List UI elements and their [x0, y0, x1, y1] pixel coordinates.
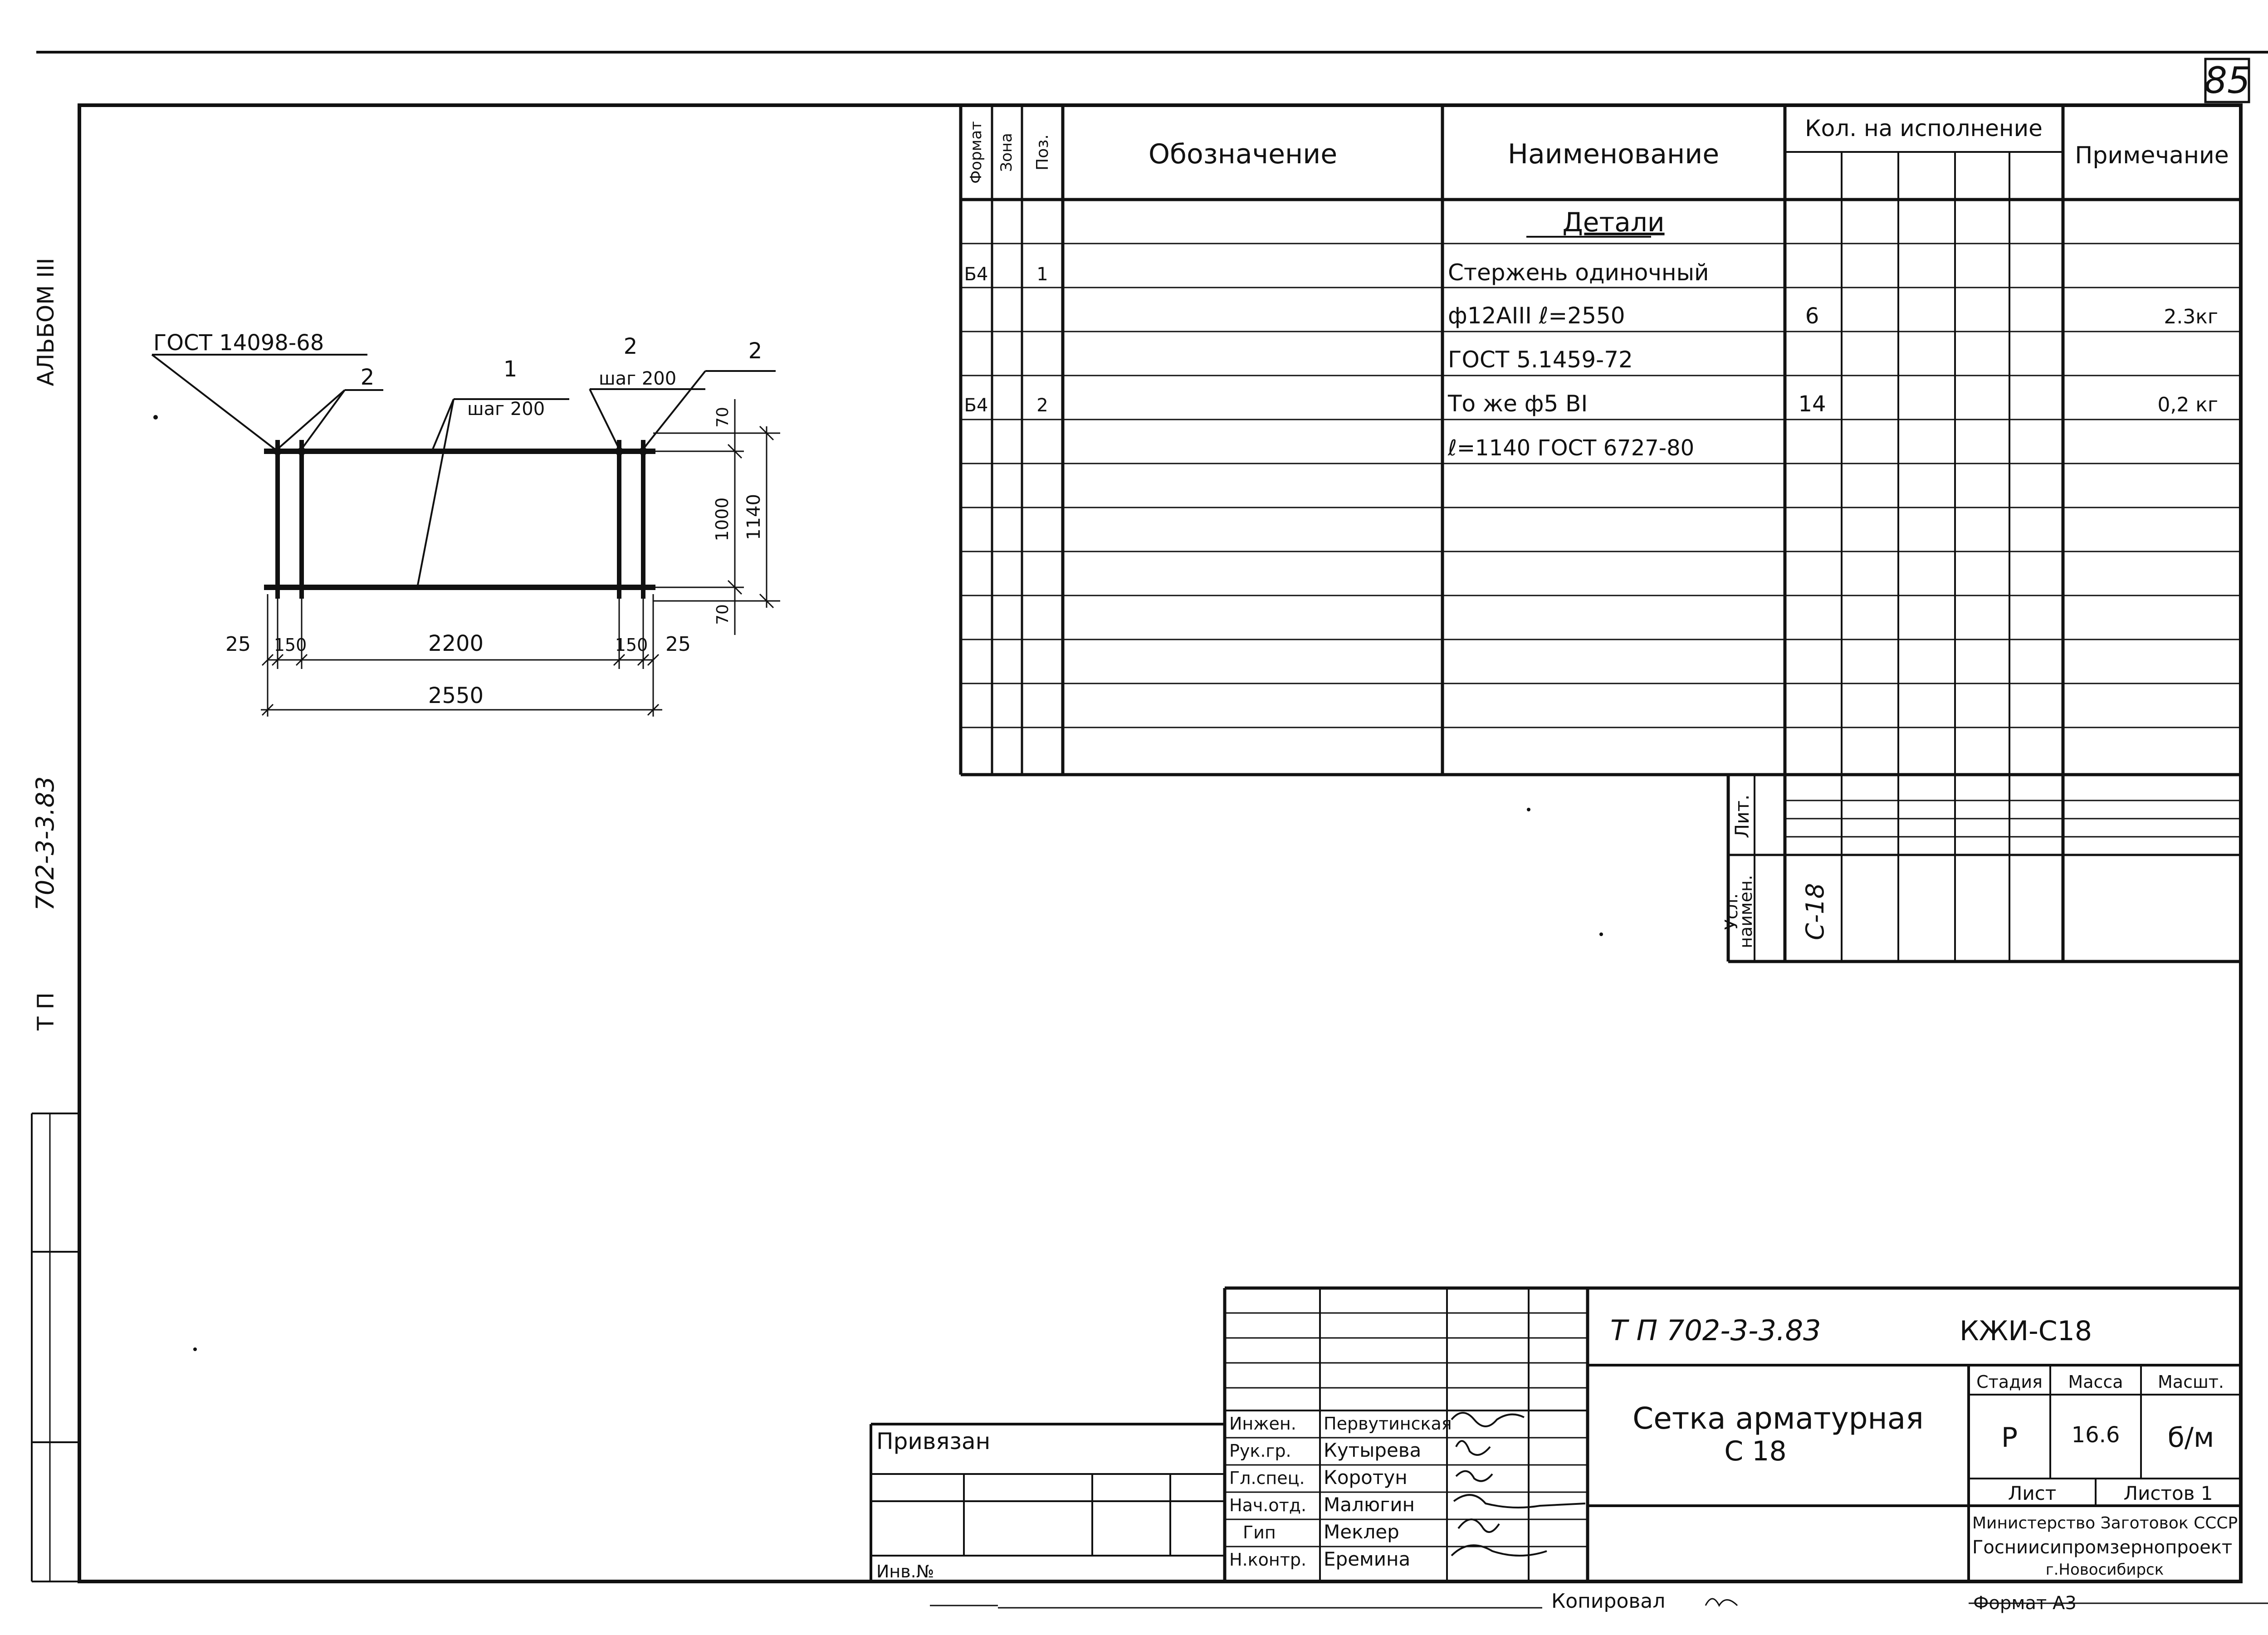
org-line3: г.Новосибирск: [2046, 1561, 2164, 1579]
tb-title-line1: Сетка арматурная: [1633, 1401, 1924, 1436]
page-number: 85: [2204, 59, 2250, 102]
org-line1: Министерство Заготовок СССР: [1972, 1514, 2238, 1533]
row-note: 0,2 кг: [2157, 393, 2218, 416]
row-qty: 6: [1805, 303, 1819, 329]
name-1: Кутырева: [1324, 1439, 1421, 1461]
step-1: шаг 200: [467, 399, 545, 420]
row-name: Стержень одиночный: [1448, 259, 1709, 286]
title-block: [870, 1286, 2241, 1581]
row-pos: 2: [1036, 395, 1048, 416]
row-pos: 1: [1036, 264, 1048, 285]
footer-format: Формат А3: [1973, 1593, 2077, 1614]
table-row: Б4 2 То же ф5 ВI 14 0,2 кг: [964, 390, 2218, 417]
inv-no-label: Инв.№: [876, 1562, 934, 1581]
album-label: АЛЬБОМ III: [33, 258, 59, 386]
leader-2a: 2: [361, 365, 375, 390]
row-name: ℓ=1140 ГОСТ 6727-80: [1447, 435, 1694, 461]
role-1: Рук.гр.: [1229, 1441, 1291, 1461]
org-line2: Госниисипромзернопроект: [1972, 1537, 2232, 1558]
margin-stamp-boxes: [31, 1113, 79, 1582]
header-designation: Обозначение: [1149, 138, 1337, 170]
tb-title-line2: С 18: [1724, 1435, 1786, 1467]
scale-label: Масшт.: [2158, 1372, 2224, 1392]
stage-value: Р: [2001, 1422, 2018, 1454]
name-2: Коротун: [1324, 1466, 1408, 1489]
footer-copied: Копировал: [1551, 1590, 1665, 1613]
leader-2b: 2: [624, 334, 638, 359]
dim-150-right: 150: [615, 635, 648, 655]
dim-25-left: 25: [225, 633, 251, 656]
step-2: шаг 200: [599, 368, 676, 389]
header-zone: Зона: [997, 133, 1016, 172]
privyazan-label: Привязан: [876, 1428, 990, 1454]
scale-value: б/м: [2168, 1422, 2214, 1454]
role-3: Нач.отд.: [1229, 1495, 1306, 1515]
margin-tp: Т П: [33, 992, 59, 1031]
dim-2550: 2550: [428, 683, 484, 708]
role-5: Н.контр.: [1229, 1550, 1306, 1570]
sheets-label: Листов 1: [2124, 1482, 2213, 1504]
row-name: То же ф5 ВI: [1447, 390, 1588, 417]
mass-value: 16.6: [2072, 1422, 2120, 1448]
table-row: Б4 1 Стержень одиночный: [964, 259, 1709, 286]
dim-25-right: 25: [665, 633, 691, 656]
role-4: Гип: [1243, 1523, 1276, 1542]
lit-label: Лит.: [1731, 795, 1753, 839]
page-number-box: [2204, 58, 2250, 103]
name-0: Первутинская: [1324, 1414, 1452, 1434]
row-name: ф12АIII ℓ=2550: [1448, 303, 1625, 329]
row-qty: 14: [1798, 391, 1826, 417]
usl-value: С-18: [1801, 883, 1829, 940]
section-title: Детали: [1562, 207, 1664, 238]
table-row: ГОСТ 5.1459-72: [1448, 347, 1633, 373]
row-name: ГОСТ 5.1459-72: [1448, 347, 1633, 373]
dim-70-top: 70: [714, 407, 732, 428]
usl-label-1: Усл.: [1721, 893, 1741, 930]
tb-project: Т П 702-3-3.83: [1610, 1314, 1821, 1347]
name-5: Еремина: [1324, 1548, 1410, 1570]
dim-1000: 1000: [712, 498, 732, 542]
tb-doc-code: КЖИ-С18: [1960, 1315, 2092, 1347]
margin-project-code: 702-3-3.83: [31, 776, 59, 911]
role-0: Инжен.: [1229, 1414, 1296, 1434]
dim-1140: 1140: [743, 494, 764, 540]
header-pos: Поз.: [1033, 134, 1052, 171]
table-row: ℓ=1140 ГОСТ 6727-80: [1447, 435, 1694, 461]
leader-1: 1: [503, 356, 518, 382]
mass-label: Масса: [2068, 1372, 2123, 1392]
name-3: Малюгин: [1324, 1493, 1415, 1516]
copied-signature: [1705, 1598, 1738, 1607]
main-frame: [78, 103, 2243, 1583]
header-name: Наименование: [1508, 138, 1719, 170]
name-4: Меклер: [1324, 1521, 1399, 1543]
header-qty: Кол. на исполнение: [1805, 115, 2043, 142]
row-format: Б4: [964, 264, 988, 285]
spec-table: [959, 105, 2241, 963]
dim-150-left: 150: [274, 635, 307, 655]
usl-label-2: наимен.: [1736, 875, 1756, 948]
table-row: ф12АIII ℓ=2550 6 2.3кг: [1448, 303, 2218, 329]
mesh-drawing: [151, 354, 1603, 1351]
row-format: Б4: [964, 395, 988, 416]
sheet-label: Лист: [2008, 1482, 2056, 1504]
leader-2c: 2: [748, 338, 763, 364]
role-2: Гл.спец.: [1229, 1468, 1305, 1488]
gost-label: ГОСТ 14098-68: [153, 330, 324, 356]
stage-label: Стадия: [1976, 1372, 2043, 1392]
header-format: Формат: [967, 121, 985, 184]
dim-2200: 2200: [428, 631, 484, 656]
dim-70-bottom: 70: [714, 604, 732, 625]
header-note: Примечание: [2075, 142, 2229, 169]
row-note: 2.3кг: [2164, 305, 2218, 328]
